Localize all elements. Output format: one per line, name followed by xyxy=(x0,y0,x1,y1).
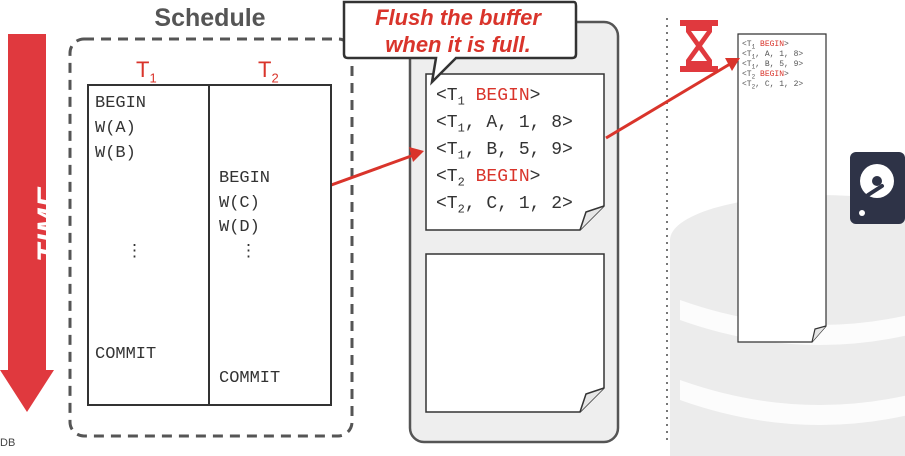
buffer-log-entry-open: <T xyxy=(436,167,458,187)
callout-line-2: when it is full. xyxy=(385,32,531,57)
buffer-log-entry: <T1 BEGIN> xyxy=(436,84,540,114)
t2-op-commit: COMMIT xyxy=(219,369,281,388)
buffer-log-entry-sub: 1 xyxy=(457,94,465,109)
time-label: TIME xyxy=(32,186,65,262)
buffer-log-entry-open: <T xyxy=(436,140,458,160)
t1-header: T1 xyxy=(136,57,157,86)
disk-log-entry-keyword: BEGIN xyxy=(760,70,785,79)
callout-line-1: Flush the buffer xyxy=(375,5,541,30)
disk-log-entry: <T1 BEGIN> xyxy=(742,40,789,52)
callout-bubble xyxy=(342,0,578,86)
schedule-title: Schedule xyxy=(154,4,266,32)
disk-log-entry-sub: 2 xyxy=(751,73,756,81)
disk-log-entry: <T1, A, 1, 8> xyxy=(742,50,803,62)
t2-header: T2 xyxy=(258,57,279,86)
buffer-log-entry: <T2 BEGIN> xyxy=(436,165,540,195)
t1-op-commit: COMMIT xyxy=(95,345,157,364)
buffer-log-entry-rest: , A, 1, 8> xyxy=(464,113,573,133)
t1-op-write-a: W(A) xyxy=(95,119,136,138)
buffer-log-entry-keyword: BEGIN xyxy=(475,86,530,106)
t2-op-write-d: W(D) xyxy=(219,218,260,237)
disk-log-entry-rest: , A, 1, 8> xyxy=(755,50,804,59)
disk-log-entry-rest: , C, 1, 2> xyxy=(755,80,804,89)
schedule-divider xyxy=(208,84,210,406)
t2-op-ellipsis: ⋮ xyxy=(240,243,257,262)
buffer-log-entry-open: <T xyxy=(436,113,458,133)
disk-log-entry-close: > xyxy=(784,40,789,49)
buffer-log-entry-sub: 1 xyxy=(457,148,465,163)
t1-op-write-b: W(B) xyxy=(95,144,136,163)
disk-log-entry-sub: 1 xyxy=(751,43,756,51)
disk-log-entry: <T2 BEGIN> xyxy=(742,70,789,82)
hard-disk-icon xyxy=(850,152,905,224)
buffer-log-entry: <T1, A, 1, 8> xyxy=(436,111,573,141)
disk-log-entry-sub: 2 xyxy=(751,83,756,91)
hourglass-icon xyxy=(680,20,718,72)
disk-log-entry-keyword: BEGIN xyxy=(760,40,785,49)
buffer-log-entry-close: > xyxy=(529,86,541,106)
disk-log-entry-open: <T xyxy=(742,40,752,49)
disk-log-entry-rest: , B, 5, 9> xyxy=(755,60,804,69)
schedule-frame xyxy=(68,37,354,438)
disk-log-entry: <T2, C, 1, 2> xyxy=(742,80,803,92)
buffer-log-entry-rest xyxy=(465,86,476,106)
buffer-log-entry: <T1, B, 5, 9> xyxy=(436,138,573,168)
buffer-page-1 xyxy=(425,73,605,231)
disk-log-entry-open: <T xyxy=(742,60,752,69)
buffer-log-entry-rest: , C, 1, 2> xyxy=(464,194,573,214)
disk-log-entry: <T1, B, 5, 9> xyxy=(742,60,803,72)
buffer-log-entry-rest xyxy=(465,167,476,187)
t1-op-ellipsis: ⋮ xyxy=(126,243,143,262)
disk-log-entry-close: > xyxy=(784,70,789,79)
corner-label: DB xyxy=(0,437,16,449)
disk-log-entry-sub: 1 xyxy=(751,63,756,71)
callout-text: Flush the buffer when it is full. xyxy=(340,4,576,58)
disk-log-entry-open: <T xyxy=(742,70,752,79)
t2-op-write-c: W(C) xyxy=(219,194,260,213)
buffer-log-entry-sub: 1 xyxy=(457,121,465,136)
disk-log-page xyxy=(737,33,827,343)
buffer-log-entry-sub: 2 xyxy=(457,202,465,217)
buffer-log-entry: <T2, C, 1, 2> xyxy=(436,192,573,222)
buffer-log-entry-rest: , B, 5, 9> xyxy=(464,140,573,160)
buffer-page-2 xyxy=(425,253,605,413)
t2-op-begin: BEGIN xyxy=(219,169,271,188)
buffer-log-entry-open: <T xyxy=(436,86,458,106)
time-arrow xyxy=(0,34,54,412)
disk-log-entry-open: <T xyxy=(742,80,752,89)
buffer-log-entry-open: <T xyxy=(436,194,458,214)
t1-op-begin: BEGIN xyxy=(95,94,147,113)
buffer-log-entry-close: > xyxy=(529,167,541,187)
disk-log-entry-open: <T xyxy=(742,50,752,59)
buffer-log-entry-sub: 2 xyxy=(457,175,465,190)
buffer-log-entry-keyword: BEGIN xyxy=(475,167,530,187)
disk-log-entry-sub: 1 xyxy=(751,53,756,61)
